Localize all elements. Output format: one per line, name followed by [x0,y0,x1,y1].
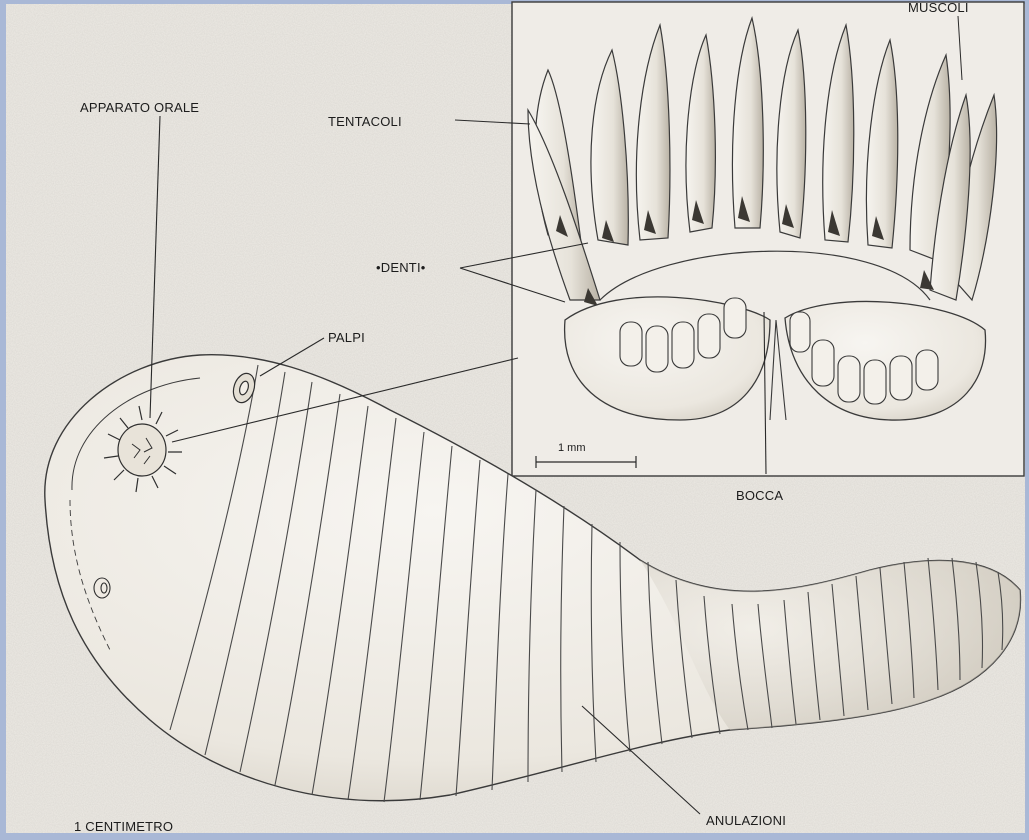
tooth [724,298,746,338]
tooth [812,340,834,386]
label-anulazioni: ANULAZIONI [706,813,786,828]
pore [94,578,110,598]
oral-apparatus-inset: 1 mm MUSCOLI [512,0,1024,476]
tooth [864,360,886,404]
tooth [646,326,668,372]
tooth [838,356,860,402]
tooth [620,322,642,366]
label-apparato-orale: APPARATO ORALE [80,100,199,115]
tooth [698,314,720,358]
scale-mm-label: 1 mm [558,442,586,454]
partial-label-top-right: MUSCOLI [908,0,969,15]
tooth [672,322,694,368]
tooth [790,312,810,352]
label-scale-cm: 1 CENTIMETRO [74,819,173,834]
label-palpi: PALPI [328,330,365,345]
label-tentacoli: TENTACOLI [328,114,402,129]
tooth [890,356,912,400]
label-bocca: BOCCA [736,488,783,503]
label-denti: •DENTI• [376,260,426,275]
tooth [916,350,938,390]
